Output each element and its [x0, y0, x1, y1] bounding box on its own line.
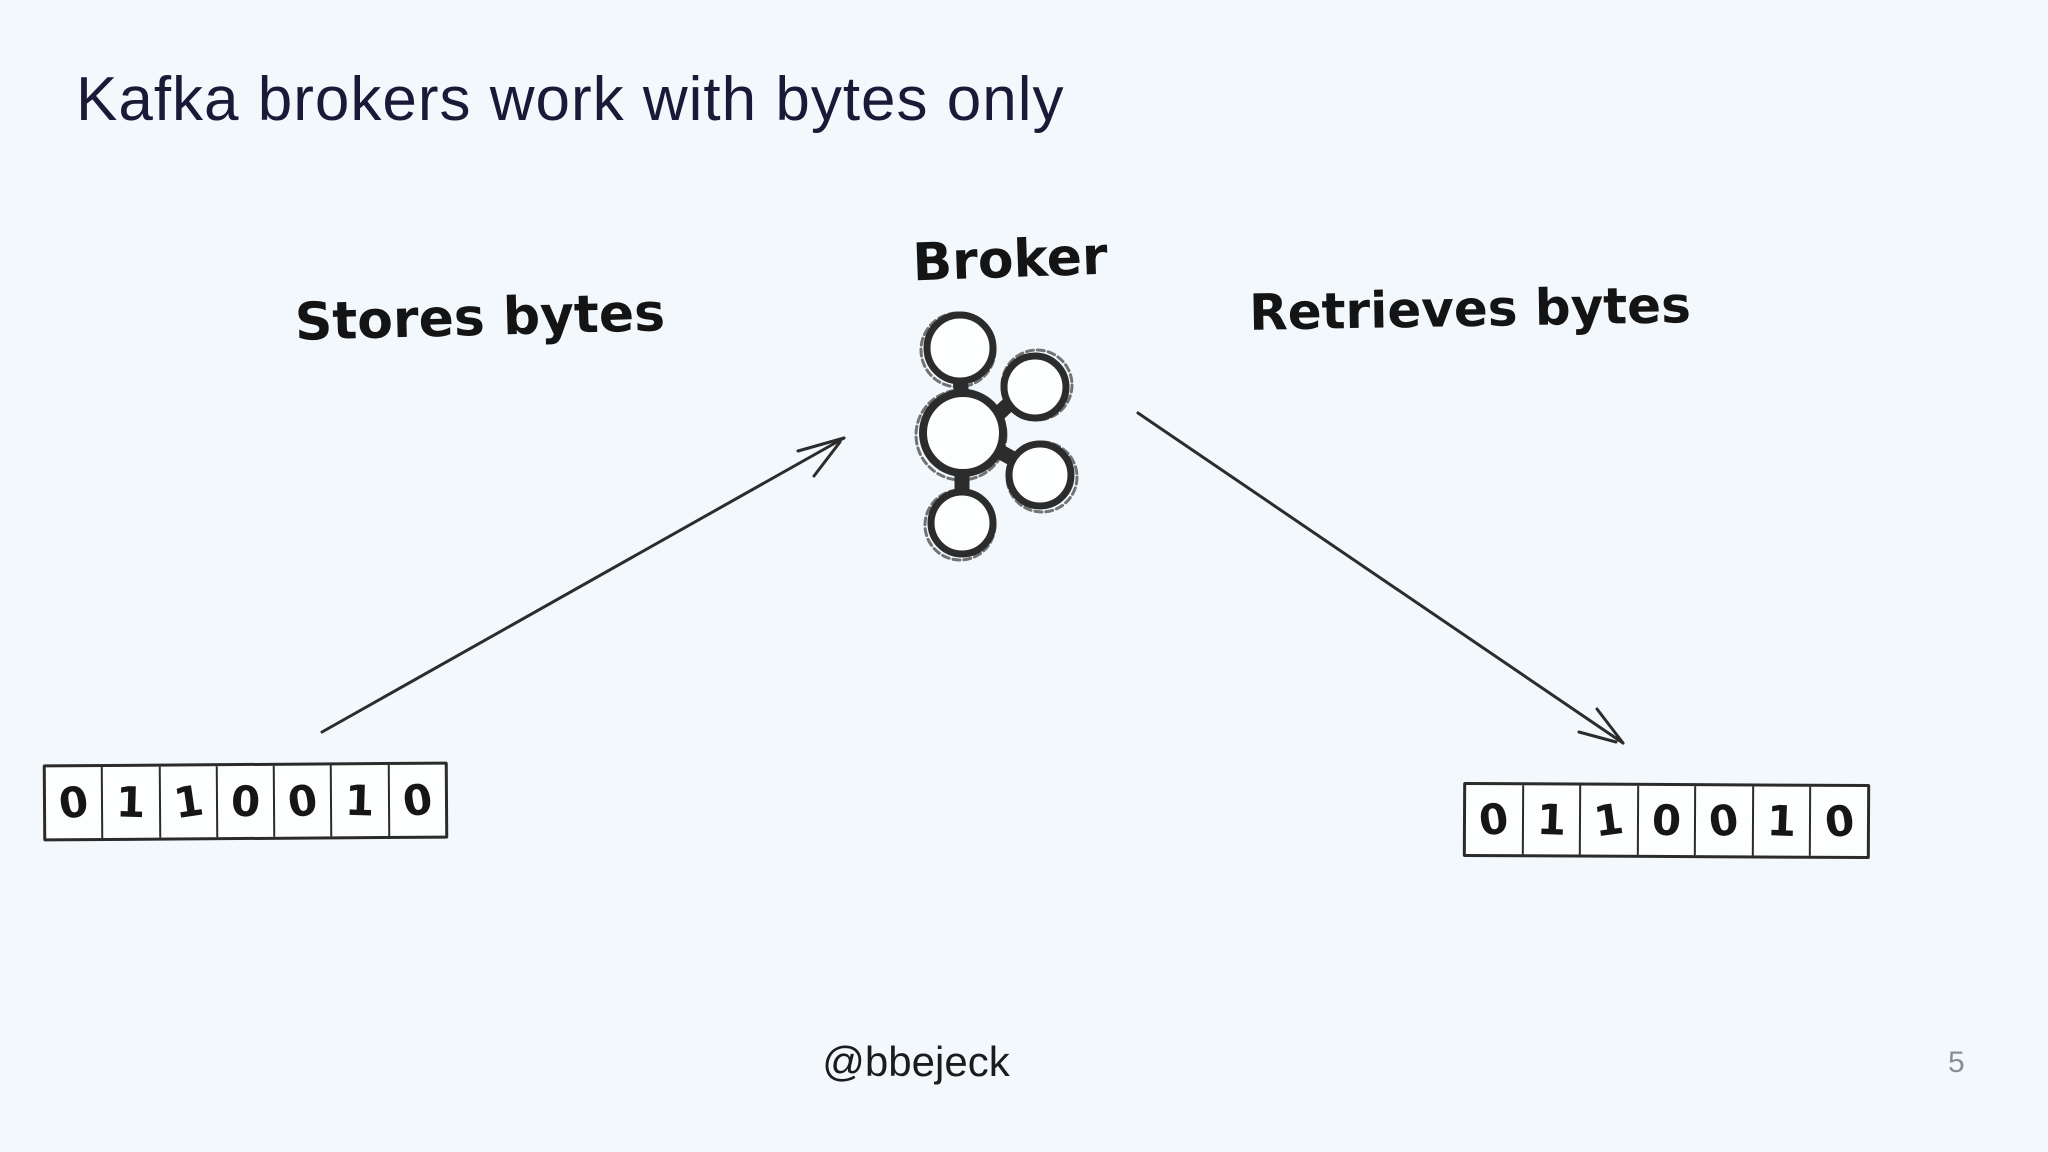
byte-cell: 1 [1580, 785, 1639, 855]
footer-handle: @bbejeck [822, 1038, 1010, 1085]
stored-bytes-array: 0 1 1 0 0 1 0 [42, 761, 449, 842]
arrow-bytes-to-broker [320, 436, 846, 734]
byte-cell: 0 [1465, 784, 1524, 855]
broker-cluster-icon [914, 311, 1079, 562]
byte-cell: 0 [399, 773, 436, 827]
byte-cell: 0 [274, 765, 333, 837]
byte-cell: 1 [160, 766, 219, 838]
byte-cell: 1 [103, 766, 161, 838]
arrow-broker-to-bytes [1136, 411, 1625, 745]
retrieved-bytes-array: 0 1 1 0 0 1 0 [1462, 781, 1871, 860]
byte-cell: 0 [45, 766, 104, 839]
slide-title: Kafka brokers work with bytes only [76, 65, 1065, 134]
byte-cell: 0 [1638, 785, 1697, 856]
byte-cell: 1 [1753, 786, 1812, 856]
byte-cell: 1 [332, 764, 390, 837]
byte-cell: 0 [217, 765, 276, 838]
byte-cell: 0 [1696, 786, 1755, 856]
byte-cell: 1 [1523, 785, 1582, 855]
page-number: 5 [1948, 1046, 1965, 1079]
byte-cell: 0 [1821, 795, 1858, 848]
